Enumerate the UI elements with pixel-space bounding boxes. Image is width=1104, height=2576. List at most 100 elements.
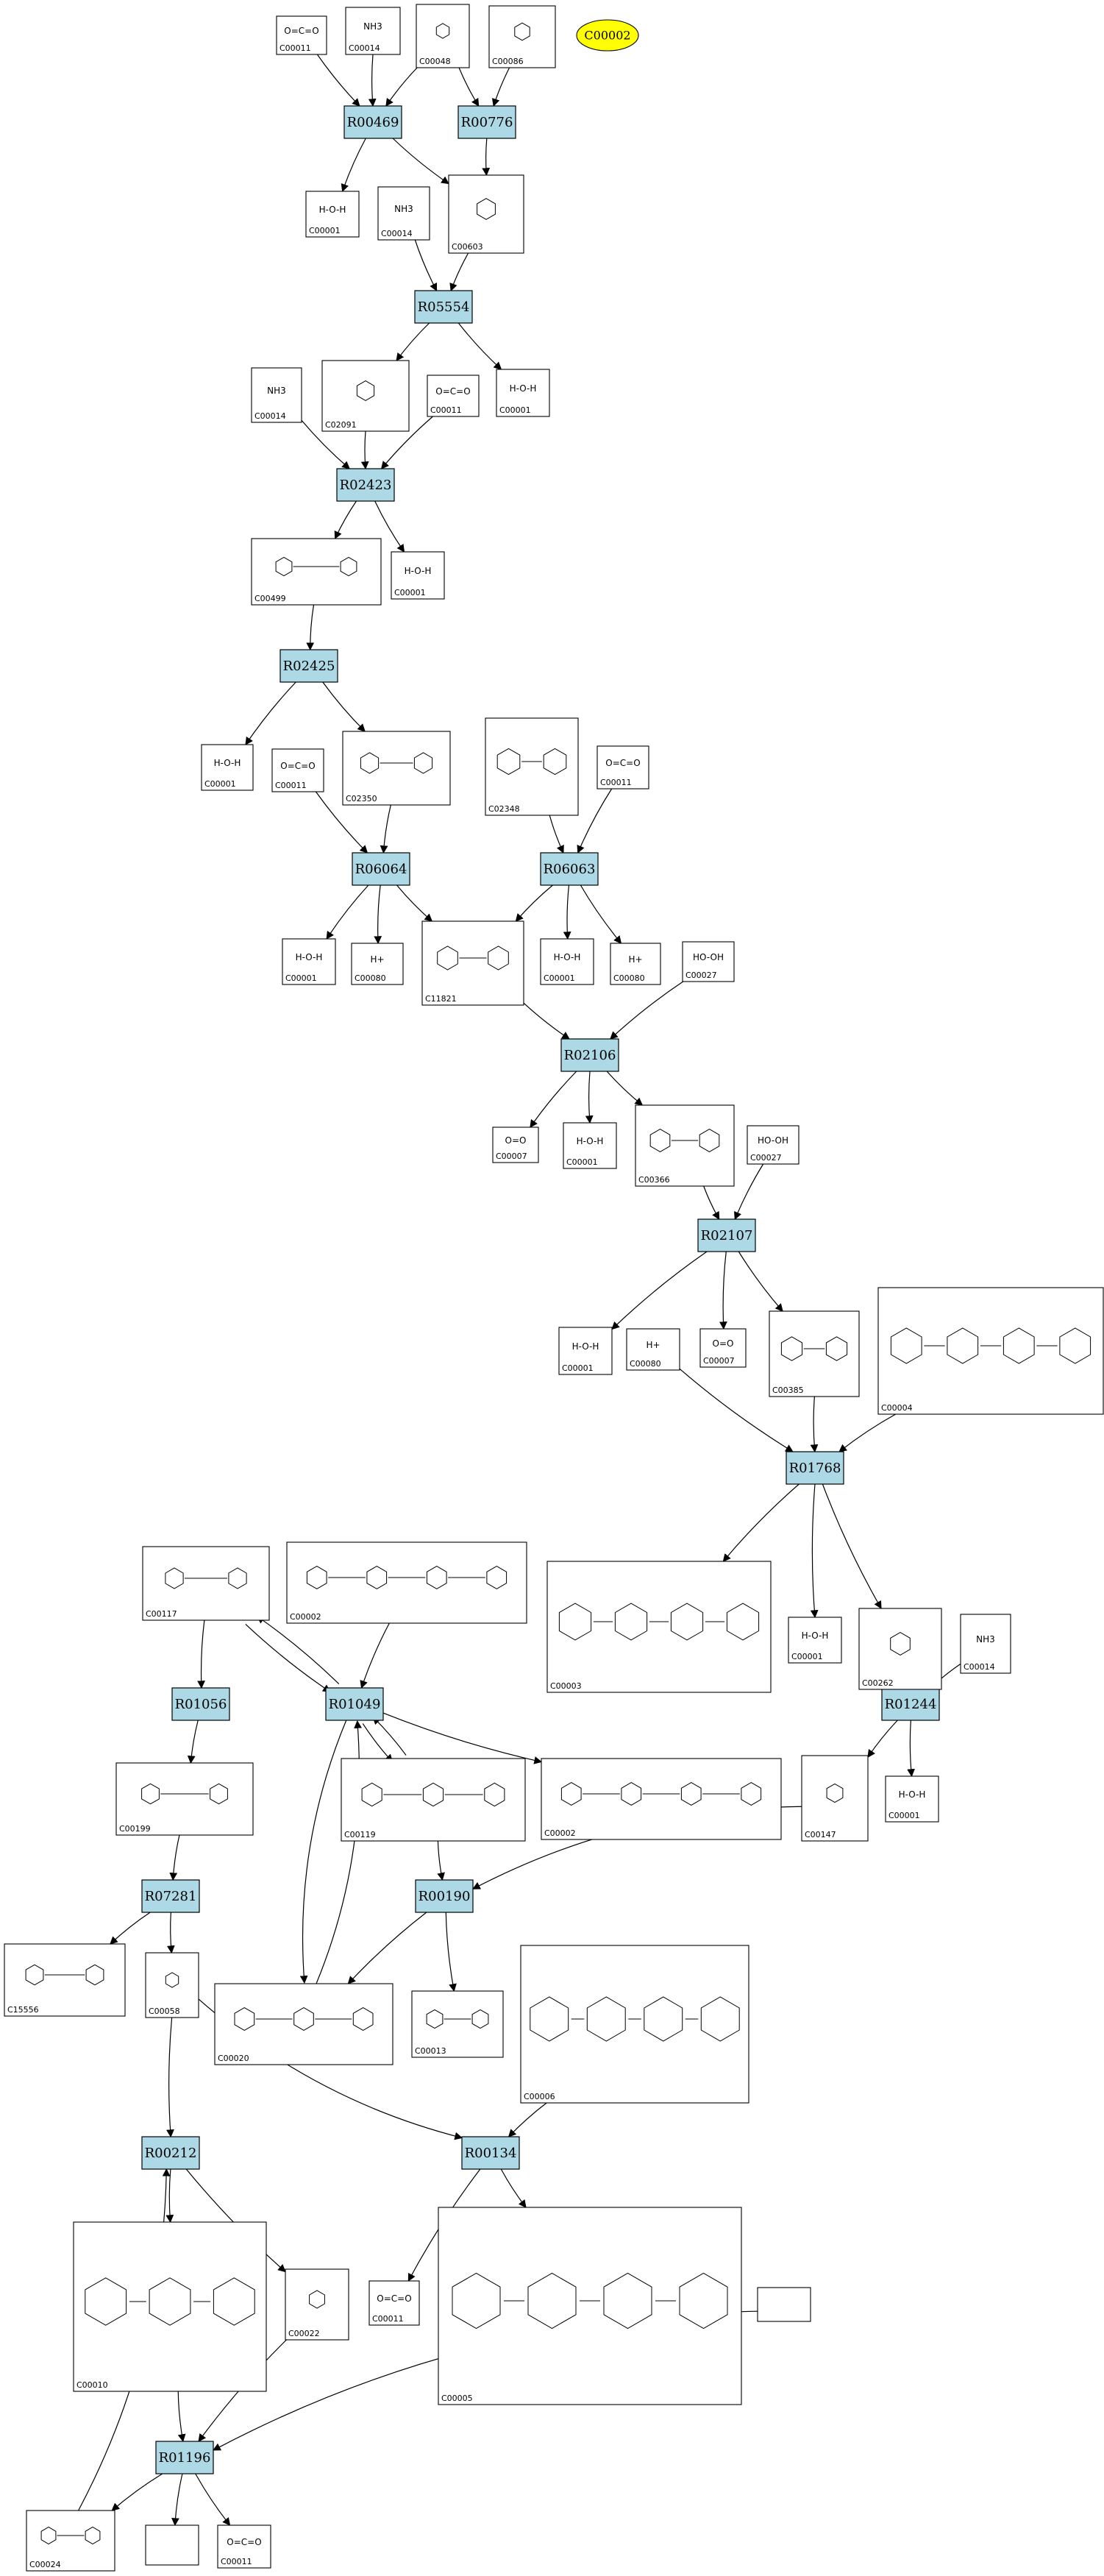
reaction-node-r01768[interactable]: R01768: [786, 1451, 844, 1485]
edge-R01196-to-c_blank_2: [171, 2473, 183, 2527]
compound-node-c-00385[interactable]: C00385: [769, 1310, 860, 1397]
compound-node-c-00603[interactable]: C00603: [448, 174, 524, 254]
structure-ring: [149, 2277, 191, 2326]
compound-node-c-00005[interactable]: C00005: [438, 2207, 742, 2405]
compound-node-c-15556[interactable]: C15556: [4, 1943, 126, 2017]
structure-formula: O=C=O: [377, 2293, 411, 2304]
structure-formula: O=O: [505, 1135, 527, 1146]
compound-node-c-02091[interactable]: C02091: [321, 360, 410, 432]
compound-node-c-02348[interactable]: C02348: [485, 717, 579, 816]
structure-ring: [726, 1603, 760, 1641]
edge-c_00385-to-R01768: [810, 1396, 819, 1453]
compound-id: C00499: [254, 594, 286, 603]
compound-node-c-00499[interactable]: C00499: [251, 538, 382, 606]
highlight-node[interactable]: C00002: [576, 19, 639, 52]
reaction-node-r02423[interactable]: R02423: [336, 468, 395, 502]
edge-R06064-to-c_h2o_5: [326, 884, 369, 940]
structure-ring: [560, 1782, 582, 1806]
reaction-node-r01244[interactable]: R01244: [881, 1687, 940, 1721]
reaction-node-r00134[interactable]: R00134: [461, 2136, 520, 2170]
reaction-label: R01196: [159, 2450, 211, 2466]
reaction-node-r05554[interactable]: R05554: [414, 290, 473, 324]
compound-id: C00001: [499, 405, 531, 415]
reaction-node-r02425[interactable]: R02425: [279, 649, 338, 683]
compound-node-c-00147[interactable]: C00147: [801, 1755, 869, 1842]
edge-c_00002_1-to-R01049: [360, 1622, 390, 1689]
compound-node-c-00022[interactable]: C00022: [285, 2268, 349, 2341]
compound-node-c-00262[interactable]: C00262: [858, 1608, 942, 1690]
compound-node-c-00002-1[interactable]: C00002: [286, 1541, 527, 1624]
reaction-node-r01196[interactable]: R01196: [155, 2441, 214, 2474]
reaction-node-r00776[interactable]: R00776: [457, 105, 516, 139]
reaction-node-r01056[interactable]: R01056: [171, 1687, 230, 1721]
structure-ring: [543, 748, 567, 776]
structure-ring: [825, 1336, 848, 1361]
compound-node-c-00020[interactable]: C00020: [214, 1983, 393, 2065]
edge-R02106-to-c_00366: [606, 1071, 644, 1106]
compound-node-c-blank-2[interactable]: [145, 2524, 199, 2566]
reaction-node-r02107[interactable]: R02107: [697, 1218, 756, 1252]
edge-c_00119-to-R00190: [437, 1840, 445, 1881]
compound-node-c-00024[interactable]: C00024: [26, 2510, 115, 2572]
reaction-node-r06063[interactable]: R06063: [540, 852, 599, 886]
compound-node-c-glyox[interactable]: C00048: [416, 4, 470, 68]
reaction-node-r00212[interactable]: R00212: [141, 2136, 200, 2170]
compound-node-c-00004[interactable]: C00004: [877, 1287, 1104, 1415]
structure-formula: O=C=O: [435, 386, 470, 397]
edge-R02106-to-c_o2_1: [530, 1071, 577, 1128]
compound-node-c-blank-1[interactable]: [757, 2287, 811, 2322]
reaction-node-r07281[interactable]: R07281: [141, 1879, 200, 1913]
compound-node-c-00119[interactable]: C00119: [341, 1758, 526, 1842]
structure-ring: [670, 1603, 704, 1641]
compound-node-c-00006[interactable]: C00006: [520, 1945, 749, 2104]
reaction-node-r02106[interactable]: R02106: [560, 1038, 619, 1072]
compound-node-c-00003[interactable]: C00003: [546, 1561, 772, 1693]
reaction-node-r01049[interactable]: R01049: [325, 1687, 384, 1721]
compound-node-c-11821[interactable]: C11821: [421, 920, 524, 1006]
compound-node-c-urea[interactable]: C00086: [488, 5, 556, 68]
compound-node-c-00117[interactable]: C00117: [142, 1546, 270, 1621]
structure-ring: [361, 1782, 382, 1807]
compound-node-c-00010[interactable]: C00010: [73, 2221, 267, 2392]
compound-id: C15556: [7, 2005, 39, 2015]
edge-c_nh3_2-to-R05554: [414, 239, 438, 291]
structure-ring: [85, 1964, 104, 1986]
compound-node-c-00366[interactable]: C00366: [635, 1104, 735, 1187]
compound-node-c-02350[interactable]: C02350: [342, 731, 451, 806]
compound-id: C00366: [638, 1175, 670, 1185]
compound-node-c-00199[interactable]: C00199: [115, 1762, 254, 1836]
compound-node-c-00002-2[interactable]: C00002: [541, 1758, 782, 1840]
reaction-node-r00190[interactable]: R00190: [415, 1879, 474, 1913]
compound-node-c-00058[interactable]: C00058: [145, 1952, 199, 2018]
reaction-node-r00469[interactable]: R00469: [343, 105, 402, 139]
compound-node-c-00013[interactable]: C00013: [411, 1990, 504, 2058]
reaction-node-r06064[interactable]: R06064: [352, 852, 410, 886]
